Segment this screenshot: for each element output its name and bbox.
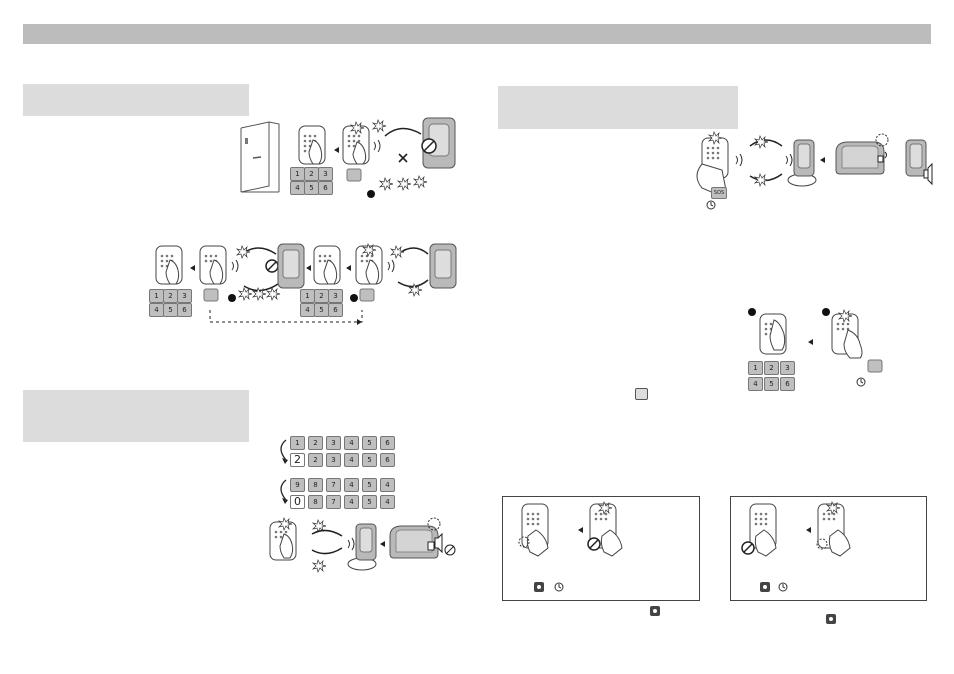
siren-illustration: [277, 243, 305, 289]
key-icon: [635, 388, 648, 400]
key: 2: [308, 436, 323, 450]
key: 1: [290, 436, 305, 450]
key: 2: [290, 453, 305, 467]
camera-icon: [534, 582, 544, 592]
key: 4: [344, 453, 359, 467]
siren-illustration: [421, 117, 456, 169]
section-header-left-top: [23, 84, 249, 116]
key: 1: [290, 167, 305, 181]
section-header-right: [498, 86, 738, 129]
key: 5: [304, 181, 319, 195]
key: 1: [149, 289, 164, 303]
key: 2: [764, 361, 779, 375]
keypad-illustration: [342, 120, 370, 165]
sos-key: SOS: [711, 187, 727, 199]
timeline-figure: [155, 242, 457, 325]
section-header-left-bottom: [23, 390, 249, 442]
sos-alarm-figure: [696, 130, 933, 210]
key: 6: [780, 377, 795, 391]
key: 4: [344, 495, 359, 509]
key: 0: [290, 495, 305, 509]
keypad-illustration: [155, 245, 183, 285]
keypad-illustration: [831, 308, 883, 373]
key: 4: [344, 436, 359, 450]
key: 7: [326, 478, 341, 492]
keypad-illustration: [313, 245, 341, 285]
frame-a-illustration: [518, 500, 623, 592]
key: 4: [380, 478, 395, 492]
key: 5: [362, 436, 377, 450]
camera-icon: [650, 606, 660, 616]
key: 5: [362, 453, 377, 467]
key: 3: [318, 167, 333, 181]
key: 8: [308, 478, 323, 492]
programming-figure: [748, 308, 883, 387]
keypad-illustration: [696, 130, 729, 195]
siren-illustration: [355, 523, 377, 561]
door-illustration: [240, 121, 280, 193]
key: 4: [149, 303, 164, 317]
keypad-illustration: [298, 125, 326, 165]
frame-b-illustration: [741, 500, 851, 592]
keypad-illustration: [759, 313, 787, 355]
keypad-illustration: [741, 503, 777, 557]
key: 8: [308, 495, 323, 509]
key: 5: [163, 303, 178, 317]
key: 5: [764, 377, 779, 391]
key: 6: [380, 436, 395, 450]
key: 4: [300, 303, 315, 317]
key: 9: [290, 478, 305, 492]
outdoor-siren-illustration: [835, 141, 885, 175]
mute-siren-figure: [269, 516, 456, 574]
keypad-illustration: [269, 516, 297, 561]
key: 6: [380, 453, 395, 467]
keypad-illustration: [199, 245, 227, 302]
key: 2: [314, 289, 329, 303]
key: 3: [177, 289, 192, 303]
keypad-illustration: [816, 500, 851, 557]
key: 4: [290, 181, 305, 195]
siren-illustration: [429, 243, 457, 289]
keypad-illustration: [518, 503, 549, 557]
key: 3: [328, 289, 343, 303]
key: 2: [308, 453, 323, 467]
keypad-illustration: [587, 500, 623, 557]
siren-illustration: [793, 139, 815, 177]
key: 5: [362, 495, 377, 509]
key: 6: [328, 303, 343, 317]
key: 6: [177, 303, 192, 317]
key: 4: [344, 478, 359, 492]
key: 7: [326, 495, 341, 509]
code-change-arrows: [280, 439, 288, 504]
siren-illustration: [905, 139, 927, 177]
key: 3: [326, 436, 341, 450]
key: 6: [318, 181, 333, 195]
key: 5: [314, 303, 329, 317]
key: 1: [300, 289, 315, 303]
keypad-illustration: [355, 242, 383, 302]
key: 1: [748, 361, 763, 375]
key: 2: [163, 289, 178, 303]
key: 3: [780, 361, 795, 375]
camera-icon: [760, 582, 770, 592]
key: 5: [362, 478, 377, 492]
camera-icon: [826, 614, 836, 624]
outdoor-siren-illustration: [389, 525, 439, 559]
key: 3: [326, 453, 341, 467]
key: 4: [748, 377, 763, 391]
door-keypad-figure: [240, 117, 456, 198]
top-bar: [23, 24, 931, 44]
key: 4: [380, 495, 395, 509]
key: 2: [304, 167, 319, 181]
